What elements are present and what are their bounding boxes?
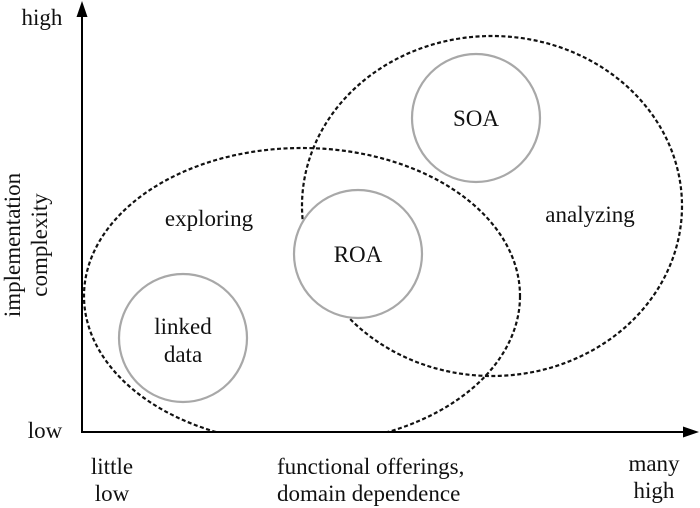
x-axis-title-line1: functional offerings, [277,454,464,479]
y-axis-title-line1: implementation [0,172,25,317]
x-axis-left-line1: little [91,454,133,479]
y-axis-arrowhead [76,1,88,17]
analyzing-region [300,34,684,378]
y-axis-low-label: low [28,418,63,443]
analyzing-label: analyzing [545,202,635,227]
x-axis-left-line2: low [95,481,130,506]
linked-data-label-line1: linked [154,314,212,339]
exploring-region [82,146,522,432]
x-axis-arrowhead [683,426,699,438]
x-axis-right-line2: high [634,478,675,503]
linked-data-node [117,272,249,404]
y-axis-high-label: high [22,5,63,30]
exploring-label: exploring [165,206,254,231]
y-axis-title-line2: complexity [27,193,52,297]
soa-node [410,52,542,184]
x-axis-right-line1: many [628,451,680,476]
roa-node [292,188,424,320]
x-axis-title-line2: domain dependence [277,481,460,506]
soa-label: SOA [453,106,499,131]
linked-data-label-line2: data [164,342,202,367]
roa-label: ROA [334,242,383,267]
